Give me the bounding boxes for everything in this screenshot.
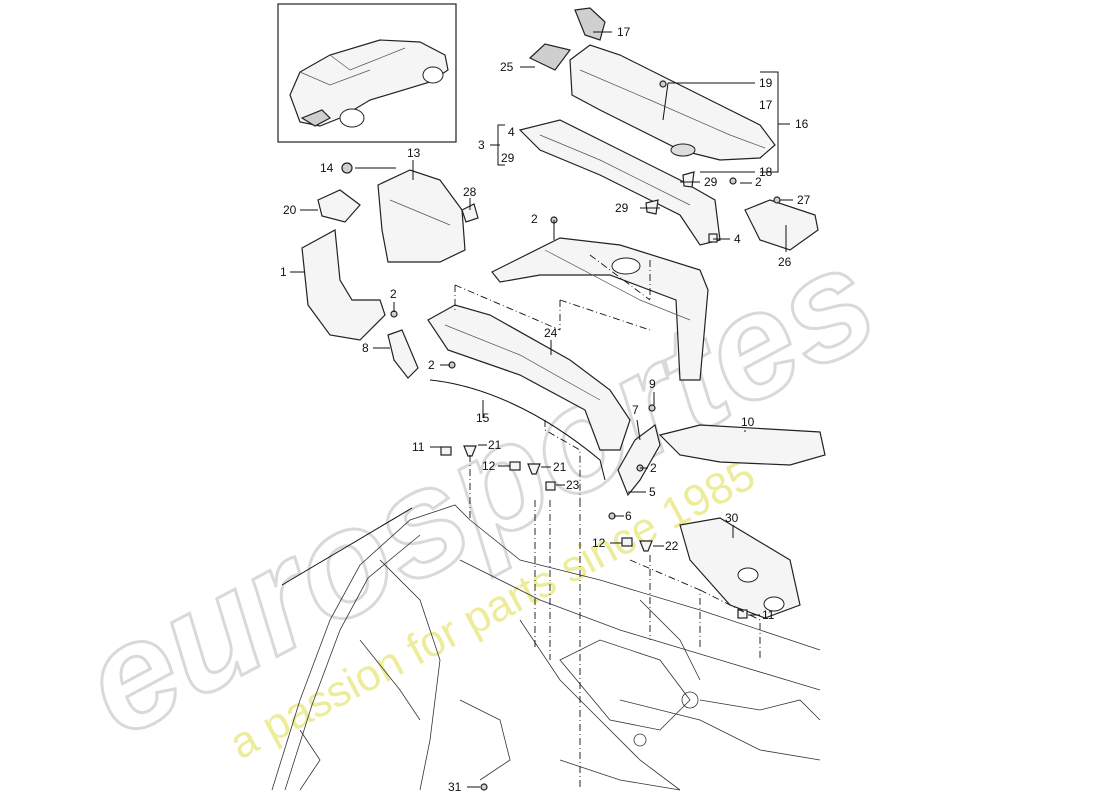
part-14-nut xyxy=(341,162,353,174)
callout-28: 28 xyxy=(463,185,477,199)
part-25-label xyxy=(528,43,572,71)
cowl-panel xyxy=(569,7,776,161)
callout-3: 3 xyxy=(478,138,485,152)
callout-2-d: 2 xyxy=(428,358,435,372)
callout-2-b: 2 xyxy=(531,212,538,226)
callout-1: 1 xyxy=(280,265,287,279)
car-icon xyxy=(289,39,449,128)
callout-2-e: 2 xyxy=(650,461,657,475)
callout-29-low: 29 xyxy=(615,201,629,215)
part-20-bracket xyxy=(317,189,361,223)
vehicle-inset xyxy=(277,3,457,143)
callout-6: 6 xyxy=(625,509,632,523)
fasteners xyxy=(390,80,781,791)
part-8-bracket xyxy=(387,329,419,379)
leader-lines xyxy=(281,31,793,788)
callout-21: 21 xyxy=(553,460,567,474)
callout-17: 17 xyxy=(759,98,773,112)
plenum-beam xyxy=(518,119,721,246)
callout-labels: 17 25 19 17 16 3 4 29 18 13 14 28 20 29 … xyxy=(280,25,811,794)
callout-19: 19 xyxy=(759,76,773,90)
callout-11-right: 11 xyxy=(762,608,775,622)
callout-24: 24 xyxy=(544,326,558,340)
callout-20: 20 xyxy=(283,203,297,217)
callout-12: 12 xyxy=(592,536,606,550)
callout-27: 27 xyxy=(797,193,811,207)
cross-frame xyxy=(491,237,709,381)
watermark: eurosportes a passion for parts since 19… xyxy=(55,211,902,769)
callout-11-left: 11 xyxy=(412,440,425,454)
watermark-brand: eurosportes xyxy=(56,213,900,768)
part-15-seal xyxy=(429,379,606,481)
callout-17-top: 17 xyxy=(617,25,631,39)
callout-23: 23 xyxy=(566,478,580,492)
callout-12-left: 12 xyxy=(482,459,496,473)
part-5-bracket xyxy=(617,423,661,497)
callout-10: 10 xyxy=(741,415,755,429)
callout-4-low: 4 xyxy=(734,232,741,246)
callout-8: 8 xyxy=(362,341,369,355)
callout-29-left: 29 xyxy=(501,151,515,165)
callout-18: 18 xyxy=(759,165,773,179)
callout-2-c: 2 xyxy=(390,287,397,301)
callout-5: 5 xyxy=(649,485,656,499)
part-24-crossmember xyxy=(427,304,631,451)
part-26-bracket xyxy=(744,199,819,251)
callout-2-a: 2 xyxy=(755,175,762,189)
part-10-bracket xyxy=(658,424,826,466)
callout-30: 30 xyxy=(725,511,739,525)
part-30-cover xyxy=(679,517,801,619)
callout-4-top: 4 xyxy=(508,125,515,139)
callout-22: 22 xyxy=(665,539,679,553)
callout-29-mid: 29 xyxy=(704,175,718,189)
callout-15: 15 xyxy=(476,411,490,425)
part-13-housing xyxy=(377,169,466,263)
part-1-duct xyxy=(301,229,386,341)
callout-26: 26 xyxy=(778,255,792,269)
callout-13: 13 xyxy=(407,146,421,160)
callout-16: 16 xyxy=(795,117,809,131)
callout-31: 31 xyxy=(448,780,462,794)
callout-9: 9 xyxy=(649,377,656,391)
callout-7: 7 xyxy=(632,403,639,417)
assembly-lines xyxy=(454,254,761,790)
callout-14: 14 xyxy=(320,161,334,175)
callout-25: 25 xyxy=(500,60,514,74)
callout-21-top: 21 xyxy=(488,438,502,452)
vehicle-body-structure xyxy=(271,504,821,791)
